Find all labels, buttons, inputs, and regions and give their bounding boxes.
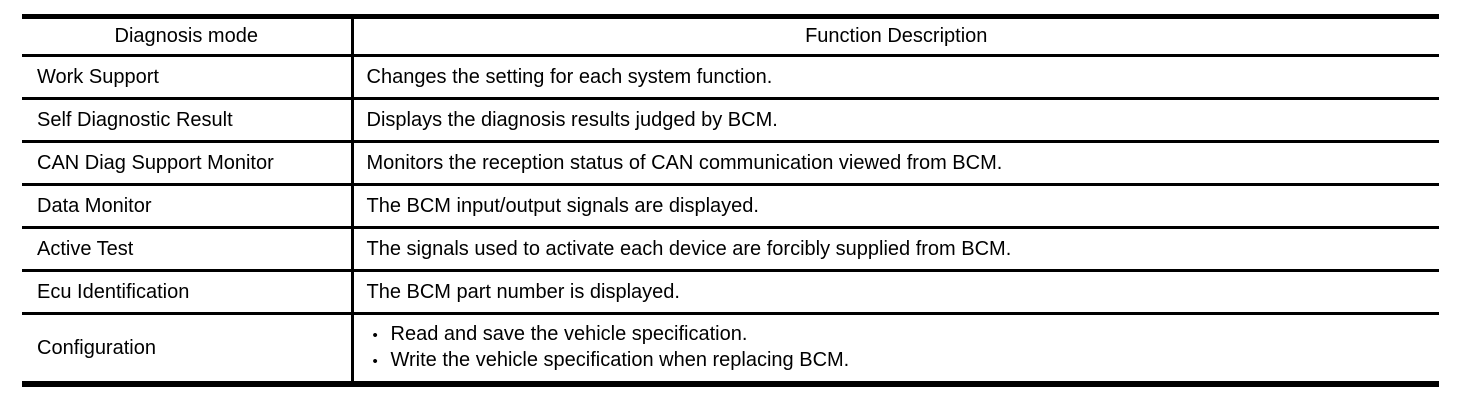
description-line: • Write the vehicle specification when re… [367, 348, 1440, 374]
table-row: CAN Diag Support Monitor Monitors the re… [22, 141, 1439, 186]
function-description-cell: Monitors the reception status of CAN com… [352, 141, 1439, 186]
diagnosis-mode-cell: CAN Diag Support Monitor [22, 141, 354, 186]
table-row: Ecu Identification The BCM part number i… [22, 270, 1439, 315]
diagnosis-mode-cell: Self Diagnostic Result [22, 98, 354, 143]
description-line: The BCM part number is displayed. [366, 280, 680, 303]
bullet-icon: • [372, 327, 378, 344]
function-description-cell: The signals used to activate each device… [352, 227, 1439, 272]
function-description-cell: The BCM part number is displayed. [352, 270, 1439, 315]
description-text: Read and save the vehicle specification. [390, 323, 748, 345]
diagnosis-mode-table: Diagnosis mode Function Description Work… [22, 14, 1439, 387]
table-row: Configuration • Read and save the vehicle… [22, 313, 1439, 385]
function-description-cell: The BCM input/output signals are display… [352, 184, 1439, 229]
description-line: Displays the diagnosis results judged by… [366, 108, 778, 131]
description-line: The BCM input/output signals are display… [366, 194, 759, 217]
table-header: Diagnosis mode Function Description [22, 16, 1439, 57]
description-line: • Read and save the vehicle specification… [367, 322, 1440, 348]
description-line: Monitors the reception status of CAN com… [366, 151, 1003, 174]
table-row: Data Monitor The BCM input/output signal… [22, 184, 1439, 229]
bullet-icon: • [372, 353, 378, 370]
header-row: Diagnosis mode Function Description [22, 16, 1439, 57]
function-description-cell: Displays the diagnosis results judged by… [352, 98, 1439, 143]
function-description-cell: • Read and save the vehicle specification… [352, 314, 1439, 385]
diagnosis-mode-cell: Configuration [22, 313, 354, 384]
diagnosis-mode-cell: Active Test [22, 227, 354, 272]
table-row: Active Test The signals used to activate… [22, 227, 1439, 272]
header-function-description: Function Description [352, 16, 1439, 57]
table-row: Work Support Changes the setting for eac… [22, 55, 1439, 100]
description-line: The signals used to activate each device… [366, 237, 1012, 260]
diagnosis-mode-cell: Work Support [22, 55, 354, 100]
diagnosis-mode-cell: Data Monitor [22, 184, 354, 229]
description-line: Changes the setting for each system func… [366, 65, 773, 88]
diagnosis-mode-cell: Ecu Identification [22, 270, 354, 315]
table-row: Self Diagnostic Result Displays the diag… [22, 98, 1439, 143]
header-diagnosis-mode: Diagnosis mode [22, 16, 354, 57]
function-description-cell: Changes the setting for each system func… [352, 55, 1439, 100]
table-body: Work Support Changes the setting for eac… [22, 55, 1439, 385]
description-text: Write the vehicle specification when rep… [390, 349, 850, 371]
